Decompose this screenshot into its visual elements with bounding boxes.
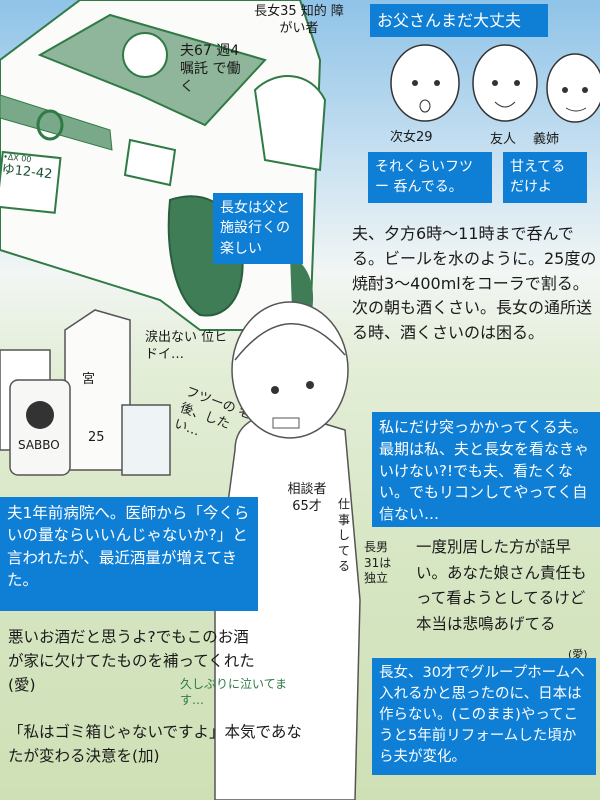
bubble-attacks-me: 私にだけ突っかかってくる夫。最期は私、夫と長女を看なきゃいけない?!でも夫、看た…	[372, 412, 600, 527]
eldest-son-label: 長男 31は 独立	[364, 540, 392, 586]
consultant-label: 相談者 65才	[287, 482, 327, 514]
working-label: 仕事してる	[338, 497, 351, 574]
bubble-group-home: 長女、30才でグループホームへ入れるかと思ったのに、日本は作らない。(このまま)…	[372, 658, 596, 775]
second-daughter-label: 次女29	[390, 130, 433, 145]
bubble-spoiled: 甘えてる だけよ	[503, 152, 587, 203]
carton-number: 25	[88, 430, 105, 445]
friend-label: 友人	[490, 132, 517, 147]
no-tears-text: 涙出ない 位ヒドイ…	[145, 330, 228, 362]
sister-in-law-label: 義姉	[533, 132, 560, 147]
bubble-normal-drinking: それくらいフツー 呑んでる。	[368, 152, 492, 203]
drinking-description: 夫、夕方6時〜11時まで呑んでる。ビールを水のように。25度の焼酎3〜400ml…	[352, 224, 597, 343]
trash-can-text: 「私はゴミ箱じゃないですよ」本気であなたが変わる決意を(加)	[8, 723, 302, 766]
crying-text: 久しぶりに泣いてます…	[180, 677, 288, 707]
can-brand: SABBO	[18, 438, 60, 452]
eldest-daughter-label: 長女35 知的 障がい者	[254, 4, 344, 36]
license-plate: •ΔX 00 ゆ12-42	[1, 152, 60, 185]
three-faces-illustration	[390, 44, 600, 123]
separate-advice: 一度別居した方が話早い。あなた娘さん責任もって看ようとしてるけど本当は悲鳴あげて…	[416, 538, 587, 633]
bubble-father-ok: お父さんまだ大丈夫	[370, 4, 548, 38]
bubble-daughter-enjoys: 長女は父と 施設行くの 楽しい	[213, 193, 303, 264]
alcohol-bottles-illustration	[0, 309, 171, 476]
separate-advice-sign: (愛)	[568, 648, 588, 661]
husband-label: 夫67 週4嘱託 で働く	[180, 43, 241, 96]
carton-label: 宮	[82, 372, 96, 387]
bubble-hospital: 夫1年前病院へ。医師から「今くらいの量ならいいんじゃないか?」と言われたが、最近…	[0, 497, 258, 611]
bad-alcohol-text: 悪いお酒だと思うよ?でもこのお酒が家に欠けてたものを補ってくれた(愛)	[8, 628, 255, 695]
